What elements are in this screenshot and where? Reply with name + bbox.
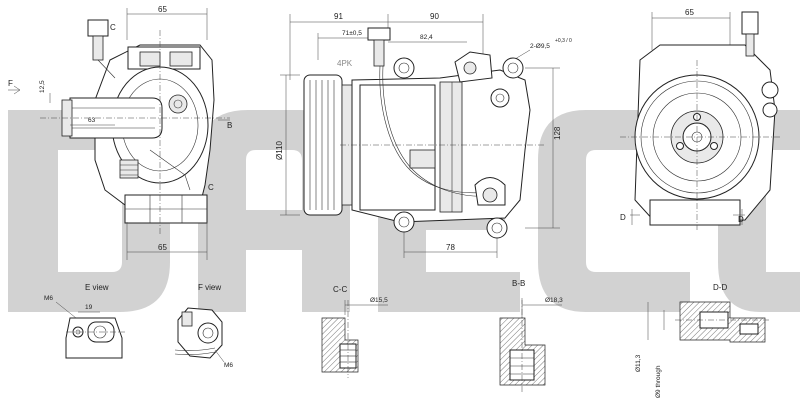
detail-f-view: F view M6 — [174, 283, 233, 369]
label-left-f: F — [8, 79, 13, 88]
dim-center-hole-tol: +0,3 / 0 — [555, 38, 572, 44]
dim-left-63: 63 — [88, 117, 96, 124]
bb-dim: Ø18,3 — [545, 297, 563, 304]
dd-dim1: Ø11,3 — [635, 354, 642, 372]
dim-center-82: 82,4 — [420, 34, 433, 41]
detail-d-d: D-D Ø11,3 Ø9 through — [635, 283, 770, 398]
dim-center-110: Ø110 — [275, 140, 284, 160]
right-view: 65 D D — [620, 8, 780, 230]
dim-center-71: 71±0,5 — [342, 30, 362, 37]
center-view: 91 90 71±0,5 82,4 2-Ø9,5 +0,3 / 0 4PK Ø1… — [275, 12, 572, 258]
title-b-b: B-B — [512, 279, 525, 288]
dim-center-90: 90 — [430, 12, 439, 21]
label-right-d1: D — [620, 213, 626, 222]
detail-e-view: E view M6 19 — [44, 283, 125, 359]
e-19: 19 — [85, 304, 93, 311]
label-left-c-bottom: C — [208, 183, 214, 192]
title-f-view: F view — [198, 283, 221, 292]
cc-dim: Ø15,5 — [370, 297, 388, 304]
title-c-c: C-C — [333, 285, 347, 294]
dim-left-bottom-65: 65 — [158, 243, 167, 252]
dd-dim2: Ø9 through — [655, 365, 662, 398]
f-m6: M6 — [224, 362, 233, 369]
detail-b-b: B-B Ø18,3 — [499, 279, 563, 392]
left-view: 65 F B — [8, 5, 232, 260]
label-right-d2: D — [738, 215, 744, 224]
label-left-b: B — [227, 121, 232, 130]
dim-right-65: 65 — [685, 8, 694, 17]
dim-left-top-65: 65 — [158, 5, 167, 14]
title-d-d: D-D — [713, 283, 727, 292]
dim-center-hole: 2-Ø9,5 — [530, 43, 550, 50]
e-m6: M6 — [44, 295, 53, 302]
dim-center-78: 78 — [446, 243, 455, 252]
detail-c-c: C-C Ø15,5 — [321, 285, 388, 378]
label-4pk: 4PK — [337, 59, 353, 68]
dim-center-91: 91 — [334, 12, 343, 21]
title-e-view: E view — [85, 283, 109, 292]
dim-center-128: 128 — [553, 126, 562, 140]
label-left-c-top: C — [110, 23, 116, 32]
dim-left-12-5: 12,5 — [39, 80, 46, 93]
